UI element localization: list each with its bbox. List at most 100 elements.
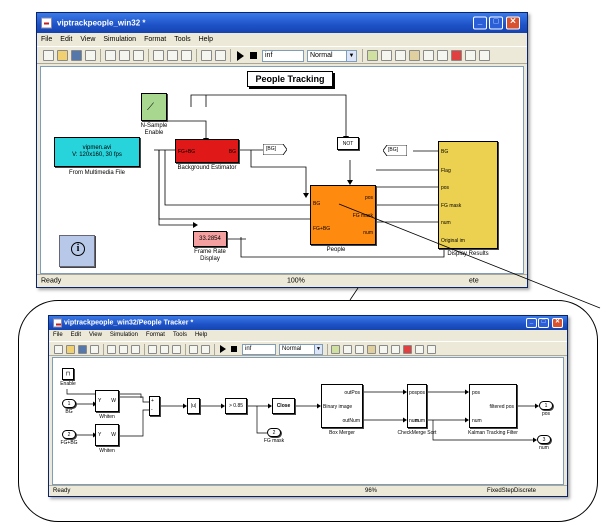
outport-num[interactable]: 3 xyxy=(537,435,551,444)
simulation-mode-select[interactable]: Normal▼ xyxy=(307,50,357,62)
model-explorer-icon[interactable] xyxy=(437,50,448,61)
not-block[interactable]: NOT xyxy=(337,137,359,150)
bottom-paste-icon[interactable] xyxy=(131,345,140,354)
threshold-block[interactable]: > 0.85 xyxy=(225,398,247,414)
minimize-button[interactable]: _ xyxy=(473,16,487,30)
bottom-build-icon[interactable] xyxy=(331,345,340,354)
bottom-undo-icon[interactable] xyxy=(189,345,198,354)
bottom-print-icon[interactable] xyxy=(90,345,99,354)
update-diagram-icon[interactable] xyxy=(381,50,392,61)
bottom-play-icon[interactable] xyxy=(220,345,226,353)
menu-help[interactable]: Help xyxy=(198,36,213,43)
copy-icon[interactable] xyxy=(119,50,130,61)
enable-port-block[interactable]: ⊓ xyxy=(62,368,74,380)
bottom-minimize-button[interactable]: _ xyxy=(526,318,537,328)
stop-icon[interactable] xyxy=(250,52,257,59)
bottom-title-bar[interactable]: viptrackpeople_win32/People Tracker * _ … xyxy=(49,316,567,330)
n-sample-enable-block[interactable]: ⟋ xyxy=(141,93,167,121)
bottom-menu-format[interactable]: Format xyxy=(145,332,165,338)
bottom-redo-icon[interactable] xyxy=(201,345,210,354)
bottom-advisor-icon[interactable] xyxy=(367,345,376,354)
bottom-copy-icon[interactable] xyxy=(119,345,128,354)
goto-bg-tag[interactable]: [BG] xyxy=(262,143,288,156)
library-browser-icon[interactable] xyxy=(423,50,434,61)
top-model-window[interactable]: viptrackpeople_win32 * _ □ ✕ File Edit Vie… xyxy=(36,12,528,288)
bottom-open-icon[interactable] xyxy=(66,345,75,354)
bottom-menu-view[interactable]: View xyxy=(89,332,102,338)
bottom-new-icon[interactable] xyxy=(54,345,63,354)
print-icon[interactable] xyxy=(85,50,96,61)
kalman-tracking-filter-block[interactable]: pos num filtered pos xyxy=(469,384,517,428)
bottom-cut-icon[interactable] xyxy=(107,345,116,354)
top-title-bar[interactable]: viptrackpeople_win32 * _ □ ✕ xyxy=(37,13,527,33)
bottom-maximize-button[interactable]: □ xyxy=(538,318,549,328)
bottom-menu-help[interactable]: Help xyxy=(194,332,208,338)
incremental-build-icon[interactable] xyxy=(395,50,406,61)
menu-format[interactable]: Format xyxy=(144,36,167,43)
undo-icon[interactable] xyxy=(201,50,212,61)
menu-view[interactable]: View xyxy=(80,36,96,43)
port-values-icon[interactable] xyxy=(479,50,490,61)
menu-file[interactable]: File xyxy=(41,36,53,43)
bottom-update-icon[interactable] xyxy=(343,345,352,354)
model-browser-icon[interactable] xyxy=(465,50,476,61)
menu-tools[interactable]: Tools xyxy=(174,36,191,43)
play-icon[interactable] xyxy=(237,51,244,61)
info-block[interactable]: i xyxy=(59,235,95,267)
bottom-stop-icon[interactable] xyxy=(231,346,237,352)
bottom-port-values-icon[interactable] xyxy=(427,345,436,354)
bottom-incremental-icon[interactable] xyxy=(355,345,364,354)
menu-simulation[interactable]: Simulation xyxy=(103,36,137,43)
bottom-stop-time-input[interactable]: inf xyxy=(242,344,276,355)
bottom-up-icon[interactable] xyxy=(172,345,181,354)
frame-rate-display-block[interactable]: 33.2854 xyxy=(193,231,227,247)
whiten-block-bg[interactable]: Y W xyxy=(95,390,119,412)
top-model-canvas[interactable]: People Tracking xyxy=(40,66,524,274)
bottom-close-button[interactable]: ✕ xyxy=(552,318,563,328)
outport-pos[interactable]: 1 xyxy=(539,401,553,410)
cut-icon[interactable] xyxy=(105,50,116,61)
stop-time-input[interactable]: inf xyxy=(262,50,304,62)
checkmerge-sort-block[interactable]: pos num pos num xyxy=(407,384,427,428)
subtract-block[interactable]: + - xyxy=(149,396,160,416)
inport-bg[interactable]: 1 xyxy=(62,399,76,408)
bottom-menu-file[interactable]: File xyxy=(53,332,63,338)
build-icon[interactable] xyxy=(367,50,378,61)
bottom-menu-tools[interactable]: Tools xyxy=(172,332,187,338)
bottom-debugger-icon[interactable] xyxy=(403,345,412,354)
new-model-icon[interactable] xyxy=(43,50,54,61)
bottom-library-icon[interactable] xyxy=(379,345,388,354)
bottom-explorer-icon[interactable] xyxy=(391,345,400,354)
whiten-block-fgbg[interactable]: Y W xyxy=(95,424,119,446)
inport-fgbg[interactable]: 2 xyxy=(62,430,76,439)
maximize-button[interactable]: □ xyxy=(489,16,503,30)
forward-arrow-icon[interactable] xyxy=(167,50,178,61)
debugger-icon[interactable] xyxy=(451,50,462,61)
redo-icon[interactable] xyxy=(215,50,226,61)
close-button[interactable]: ✕ xyxy=(506,16,520,30)
paste-icon[interactable] xyxy=(133,50,144,61)
display-results-subsystem[interactable]: BG Flag pos FG mask num Original im xyxy=(438,141,498,249)
bottom-browser-icon[interactable] xyxy=(415,345,424,354)
menu-edit[interactable]: Edit xyxy=(60,36,73,43)
bottom-back-icon[interactable] xyxy=(148,345,157,354)
box-merger-block[interactable]: Binary image outPos outNum xyxy=(321,384,363,428)
back-arrow-icon[interactable] xyxy=(153,50,164,61)
open-folder-icon[interactable] xyxy=(57,50,68,61)
people-tracker-canvas[interactable]: ⊓ Enable 1 BG 2 FG+BG Y W Whiten Y W Whi… xyxy=(52,357,564,485)
from-bg-tag[interactable]: [BG] xyxy=(382,144,408,157)
outport-fgmask[interactable]: 2 xyxy=(267,428,281,437)
close-morphology-block[interactable]: Close xyxy=(272,398,295,414)
people-tracker-window[interactable]: viptrackpeople_win32/People Tracker * _ … xyxy=(48,315,568,497)
people-tracker-subsystem[interactable]: BG FG+BG pos FG mask num xyxy=(310,185,376,245)
model-advisor-icon[interactable] xyxy=(409,50,420,61)
background-estimator-block[interactable]: FG+BG BG xyxy=(175,139,239,163)
bottom-menu-simulation[interactable]: Simulation xyxy=(109,332,138,338)
from-multimedia-file-block[interactable]: vipmen.avi V: 120x160, 30 fps xyxy=(54,137,140,167)
bottom-forward-icon[interactable] xyxy=(160,345,169,354)
bottom-save-icon[interactable] xyxy=(78,345,87,354)
up-arrow-icon[interactable] xyxy=(181,50,192,61)
bottom-menu-edit[interactable]: Edit xyxy=(70,332,82,338)
save-icon[interactable] xyxy=(71,50,82,61)
abs-block[interactable]: |u| xyxy=(187,398,200,414)
